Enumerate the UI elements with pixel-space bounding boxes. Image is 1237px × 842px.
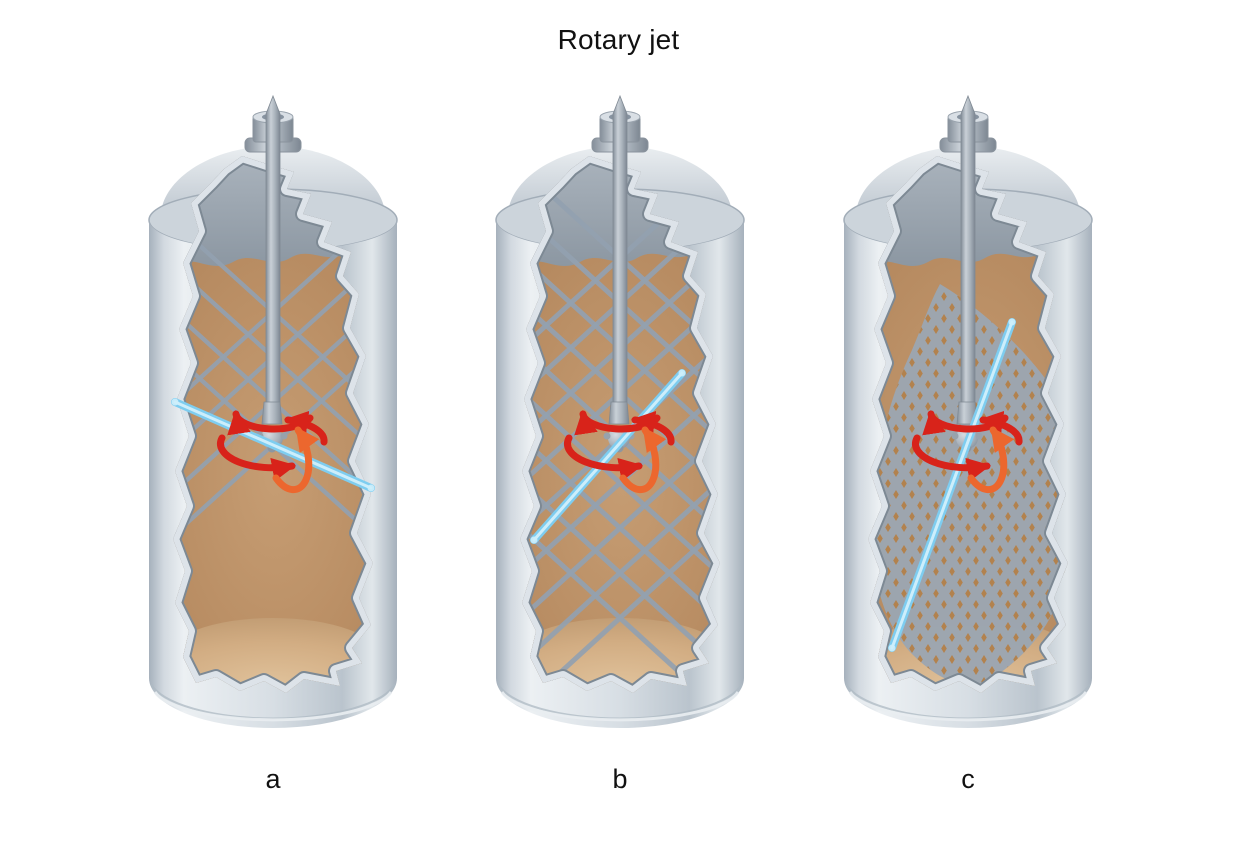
tank-cutaway-illustration-c [842,94,1094,730]
tank-panel-a: a [145,92,401,822]
panel-label-a: a [265,764,281,794]
jet-streams [530,369,686,544]
panel-label-b: b [612,764,628,794]
tank-cutaway-illustration-a [147,94,399,730]
tank-panel-b: b [492,92,748,822]
jet-streams [888,318,1016,652]
drive-shaft [612,94,628,405]
figure-title: Rotary jet [557,24,680,55]
drive-shaft [265,94,281,405]
tank-panel-c: c [840,92,1096,822]
tank-cutaway-illustration-b [494,94,746,730]
panel-label-c: c [961,764,975,794]
drive-shaft [960,94,976,405]
jet-streams [171,398,375,492]
